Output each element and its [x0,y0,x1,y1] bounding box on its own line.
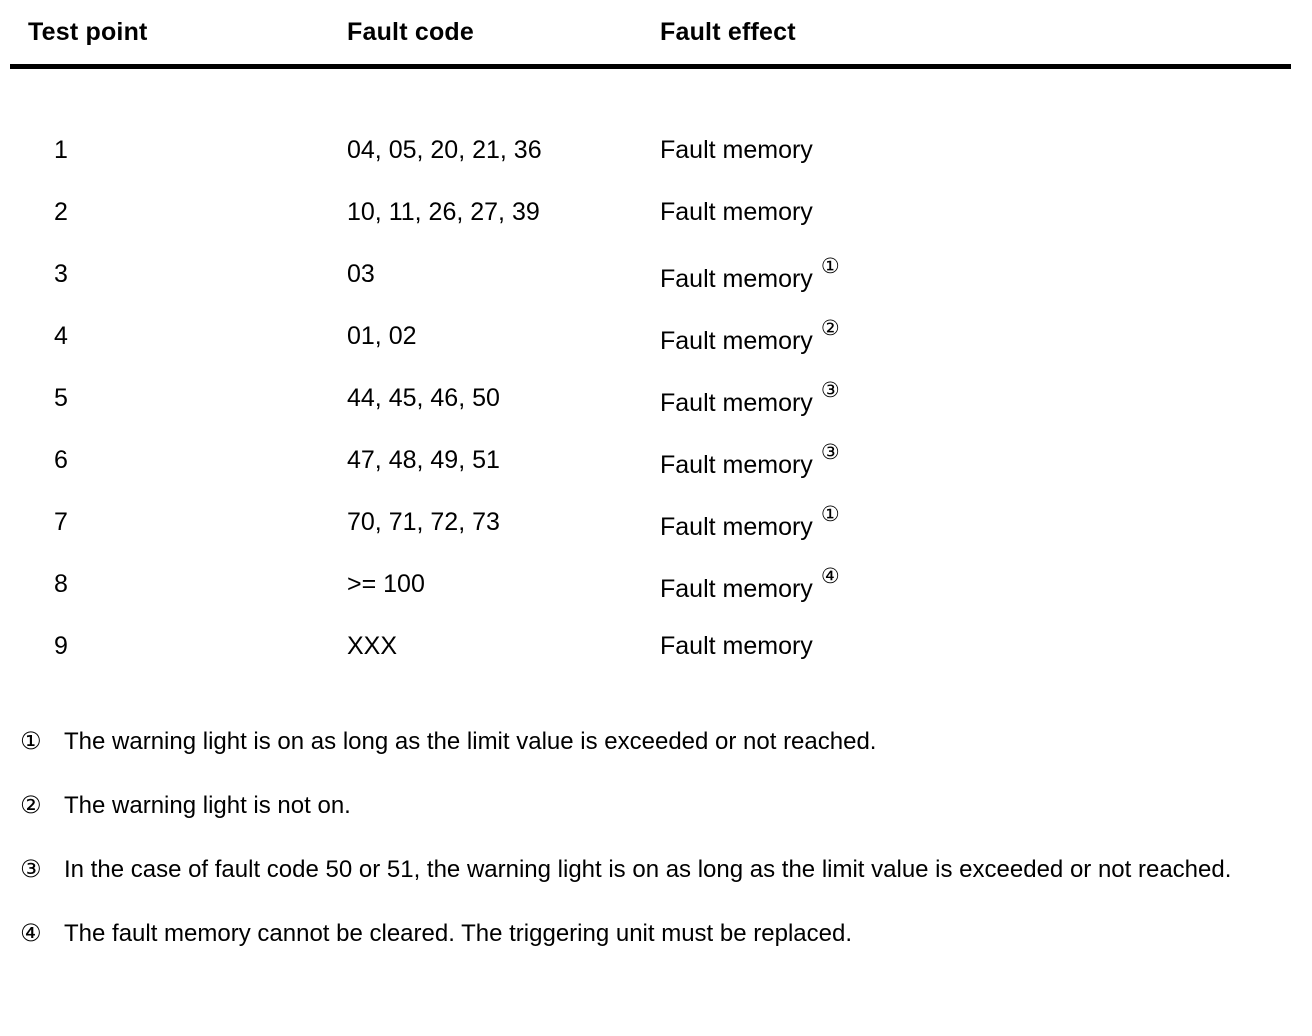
footnote-3: ③ In the case of fault code 50 or 51, th… [20,850,1290,890]
footnote-reference: ① [820,255,840,278]
column-header-test-point: Test point [28,18,148,46]
fault-effect-text: Fault memory [660,451,813,479]
table-row: 3 03 Fault memory ① [28,243,1312,305]
cell-fault-code: 10, 11, 26, 27, 39 [347,197,540,226]
footnote-reference: ③ [820,379,840,402]
table-row: 2 10, 11, 26, 27, 39 Fault memory [28,181,1312,243]
footnote-text: The warning light is not on. [64,792,351,819]
cell-fault-effect: Fault memory ④ [660,564,1312,604]
table-row: 4 01, 02 Fault memory ② [28,305,1312,367]
footnote-1: ① The warning light is on as long as the… [20,722,1290,762]
cell-fault-code: 70, 71, 72, 73 [347,507,500,536]
cell-test-point: 7 [54,507,68,536]
cell-fault-effect: Fault memory ① [660,502,1312,542]
cell-test-point: 3 [54,259,68,288]
table-row: 7 70, 71, 72, 73 Fault memory ① [28,491,1312,553]
cell-fault-code: XXX [347,631,398,660]
footnote-reference: ③ [820,441,840,464]
footnote-text: The fault memory cannot be cleared. The … [64,920,852,947]
table-body: 1 04, 05, 20, 21, 36 Fault memory 2 10, … [0,119,1312,677]
table-row: 1 04, 05, 20, 21, 36 Fault memory [28,119,1312,181]
cell-fault-code: 01, 02 [347,321,417,350]
footnote-2: ② The warning light is not on. [20,786,1290,826]
fault-effect-text: Fault memory [660,575,813,603]
fault-effect-text: Fault memory [660,135,813,164]
cell-fault-effect: Fault memory ③ [660,440,1312,480]
cell-fault-effect: Fault memory [660,198,1312,227]
cell-test-point: 2 [54,197,68,226]
cell-test-point: 6 [54,445,68,474]
cell-fault-effect: Fault memory [660,136,1312,165]
cell-test-point: 9 [54,631,68,660]
footnote-marker: ② [20,792,42,819]
table-header-row: Test point Fault code Fault effect [28,18,1312,47]
cell-fault-effect: Fault memory ③ [660,378,1312,418]
column-header-fault-effect: Fault effect [660,18,796,46]
fault-effect-text: Fault memory [660,389,813,417]
table-row: 6 47, 48, 49, 51 Fault memory ③ [28,429,1312,491]
footnote-reference: ② [820,317,840,340]
footnotes-section: ① The warning light is on as long as the… [20,722,1290,978]
cell-fault-code: 04, 05, 20, 21, 36 [347,135,542,164]
cell-fault-effect: Fault memory [660,632,1312,661]
cell-fault-effect: Fault memory ② [660,316,1312,356]
cell-test-point: 4 [54,321,68,350]
fault-effect-text: Fault memory [660,197,813,226]
footnote-4: ④ The fault memory cannot be cleared. Th… [20,914,1290,954]
header-divider-rule [10,64,1291,69]
cell-fault-code: 44, 45, 46, 50 [347,383,500,412]
column-header-fault-code: Fault code [347,18,475,46]
footnote-text: In the case of fault code 50 or 51, the … [64,856,1232,883]
fault-effect-text: Fault memory [660,631,813,660]
fault-effect-text: Fault memory [660,265,813,293]
fault-effect-text: Fault memory [660,513,813,541]
cell-fault-code: >= 100 [347,569,425,598]
footnote-text: The warning light is on as long as the l… [64,728,877,755]
footnote-reference: ④ [820,565,840,588]
cell-fault-effect: Fault memory ① [660,254,1312,294]
footnote-reference: ① [820,503,840,526]
table-row: 8 >= 100 Fault memory ④ [28,553,1312,615]
footnote-marker: ③ [20,856,42,883]
cell-test-point: 8 [54,569,68,598]
cell-fault-code: 03 [347,259,375,288]
table-row: 9 XXX Fault memory [28,615,1312,677]
cell-test-point: 1 [54,135,68,164]
table-row: 5 44, 45, 46, 50 Fault memory ③ [28,367,1312,429]
footnote-marker: ④ [20,920,42,947]
footnote-marker: ① [20,728,42,755]
cell-fault-code: 47, 48, 49, 51 [347,445,500,474]
cell-test-point: 5 [54,383,68,412]
fault-effect-text: Fault memory [660,327,813,355]
